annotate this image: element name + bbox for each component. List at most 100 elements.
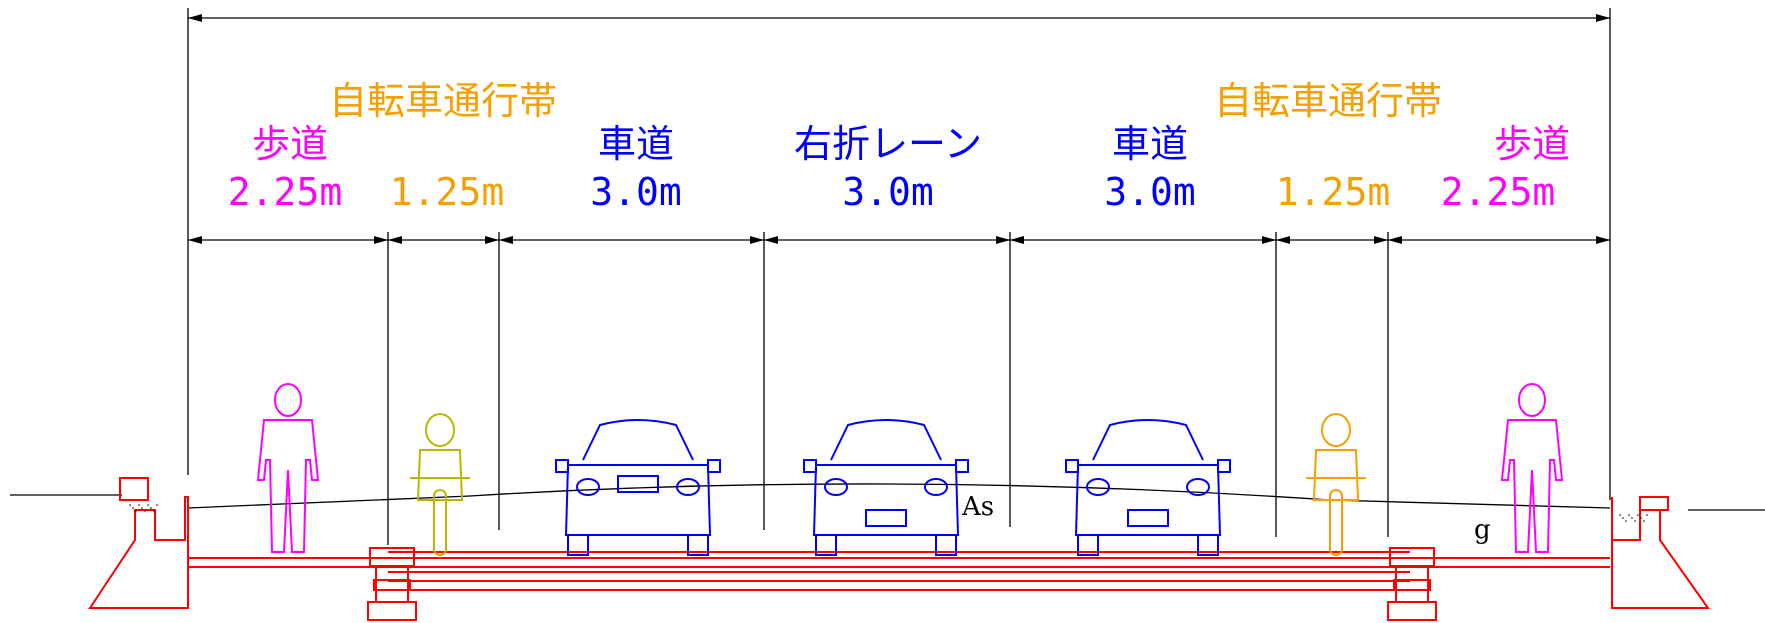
gravel-dot [1619, 514, 1621, 516]
wheel-left [567, 534, 589, 556]
helmet [1321, 413, 1351, 447]
lamp-right [924, 478, 948, 496]
gravel-dot [141, 507, 143, 509]
gravel-dot [147, 504, 149, 506]
segment-name-sidewalk-left: 歩道 [251, 122, 329, 166]
segment-width-bike-lane-right: 1.25m [1275, 170, 1391, 214]
gravel-dot [1622, 517, 1624, 519]
pedestrian-figure [256, 383, 320, 553]
curb-block-right [1639, 496, 1669, 511]
curb-joint [373, 579, 411, 591]
dimension-arrow [1262, 236, 1276, 244]
dimension-arrow [188, 236, 202, 244]
rider [416, 449, 464, 501]
mirror-left [1065, 459, 1079, 473]
gravel-dot [129, 504, 131, 506]
dimension-arrow [750, 236, 764, 244]
dimension-arrow [1374, 236, 1388, 244]
wheel [1329, 489, 1343, 556]
dimension-arrow [374, 236, 388, 244]
body [1074, 464, 1222, 536]
segment-width-right-turn-lane: 3.0m [842, 170, 934, 214]
gravel-dot [1637, 514, 1639, 516]
body [256, 419, 320, 553]
gravel-dot [132, 507, 134, 509]
gravel-dot [1646, 514, 1648, 516]
dimension-arrow [764, 236, 778, 244]
head [274, 383, 302, 417]
cyclist-figure [410, 413, 470, 556]
segment-width-bike-lane-left: 1.25m [389, 170, 505, 214]
curb-left [88, 496, 189, 609]
gravel-dot [156, 504, 158, 506]
roof [1092, 419, 1204, 461]
lamp-right [676, 478, 700, 496]
helmet [425, 413, 455, 447]
wheel-left [815, 534, 837, 556]
curb-block-left [119, 477, 149, 501]
gravel-dot [153, 510, 155, 512]
gravel-dot [1631, 517, 1633, 519]
segment-width-sidewalk-left: 2.25m [227, 170, 343, 214]
bike-lane-curb-right [1387, 547, 1437, 621]
wheel-right [1197, 534, 1219, 556]
gravel-dot [1643, 520, 1645, 522]
dimension-arrow [388, 236, 402, 244]
segment-name-roadway-right: 車道 [1111, 122, 1189, 166]
lamp-left [824, 478, 848, 496]
dimension-arrow [1010, 236, 1024, 244]
curb-base [1387, 601, 1437, 621]
rider [1312, 449, 1360, 501]
mirror-right [955, 459, 969, 473]
dimension-arrow [1388, 236, 1402, 244]
annotation-as: As [962, 492, 995, 522]
roof [830, 419, 942, 461]
wheel-right [687, 534, 709, 556]
body [1500, 419, 1564, 553]
lamp-left [576, 478, 600, 496]
car-front-figure [803, 419, 969, 556]
dimension-lines [187, 8, 1611, 545]
gravel-dot [144, 510, 146, 512]
dimension-arrow [1596, 236, 1610, 244]
gravel-dot [1628, 514, 1630, 516]
wheel [433, 489, 447, 556]
curb-base [367, 601, 417, 621]
dimension-arrow [499, 236, 513, 244]
roof [582, 419, 694, 461]
dimension-arrow [485, 236, 499, 244]
curb-joint [1393, 579, 1431, 591]
segment-name-sidewalk-right: 歩道 [1493, 122, 1571, 166]
segment-width-roadway-right: 3.0m [1104, 170, 1196, 214]
mirror-right [1217, 459, 1231, 473]
road-crown-profile [187, 483, 1611, 509]
segment-name-right-turn-lane: 右折レーン [793, 122, 983, 166]
plate [617, 475, 659, 493]
band-label-right: 自転車通行帯 [1213, 79, 1443, 123]
gravel-dot [135, 510, 137, 512]
mirror-left [555, 459, 569, 473]
annotation-g: g [1474, 515, 1491, 545]
car-rear-figure [555, 419, 721, 556]
segment-width-sidewalk-right: 2.25m [1440, 170, 1556, 214]
curb-right [1611, 497, 1710, 609]
cyclist-figure [1306, 413, 1366, 556]
lamp-left [1086, 478, 1110, 496]
mirror-left [803, 459, 817, 473]
dimension-arrow [1596, 14, 1610, 22]
wheel-left [1077, 534, 1099, 556]
mirror-right [707, 459, 721, 473]
head [1518, 383, 1546, 417]
dimension-arrow [188, 14, 202, 22]
gravel-dot [1625, 520, 1627, 522]
band-label-left: 自転車通行帯 [328, 79, 558, 123]
plate [865, 509, 907, 527]
gravel-dot [1634, 520, 1636, 522]
bike-lane-curb-left [367, 547, 417, 621]
gravel-dot [1640, 517, 1642, 519]
pedestrian-figure [1500, 383, 1564, 553]
dimension-arrow [1276, 236, 1290, 244]
dimension-arrow [996, 236, 1010, 244]
gravel-dot [150, 507, 152, 509]
